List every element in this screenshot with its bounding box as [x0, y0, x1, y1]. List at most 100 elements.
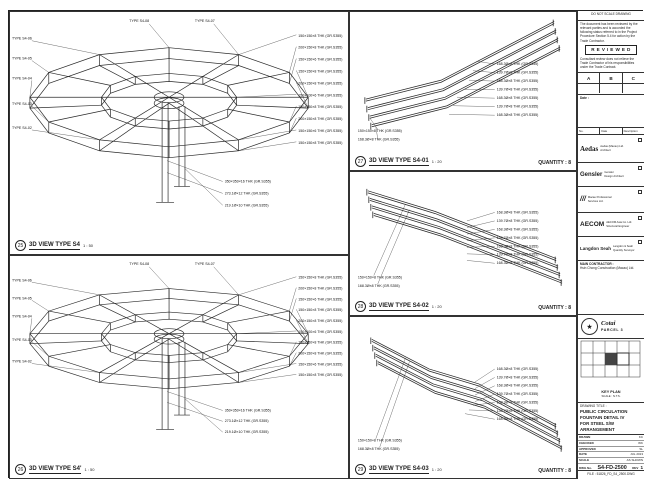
tube-bundle — [366, 188, 563, 286]
titleblock-top-note: DO NOT SCALE DRAWING — [578, 11, 644, 21]
view-title: 26 3D VIEW TYPE S4' 1 : 50 — [15, 464, 94, 475]
review-note-line: Consultant review does not relieve the — [580, 56, 635, 61]
view-number-bubble: 25 — [15, 240, 26, 251]
status-table: A B C — [578, 73, 644, 95]
view-scale: 1 : 50 — [83, 243, 94, 248]
drawing-title-line: PUBLIC CIRCULATION — [580, 409, 628, 415]
aedas-logo: Aedas — [580, 144, 599, 153]
view-panel-3d-type-s4-alt: 26 3D VIEW TYPE S4' 1 : 50 — [9, 255, 349, 479]
review-status-box: The document has been reviewed by the re… — [578, 21, 644, 73]
view-title-text: 3D VIEW TYPE S4' — [29, 465, 82, 474]
consultant-name: Langdon & Seah — [613, 245, 634, 248]
center-columns — [156, 102, 190, 203]
view-title-text: 3D VIEW TYPE S4-01 — [369, 157, 429, 166]
review-note-line: Trade Contractor of his responsibilities — [580, 60, 635, 65]
leader-lines — [29, 23, 309, 206]
callout-label: 150×150×8 THK (GR.S355) — [358, 129, 402, 133]
callout-label: 168.3Ø×8 THK (GR.S355) — [497, 367, 539, 371]
check-box-icon — [638, 190, 642, 194]
langdon-seah-logo: Langdon Seah — [580, 246, 612, 251]
view-title: 29 3D VIEW TYPE S4-03 1 : 20 — [355, 464, 442, 475]
reviewed-stamp: R E V I E W E D — [585, 44, 637, 55]
star-icon: ★ — [586, 323, 593, 331]
consultant-name: Aedas (Macau) Ltd. — [600, 145, 624, 148]
check-box-icon — [638, 216, 642, 220]
callout-label: 150×150×8 THK (GR.S355) — [298, 34, 342, 38]
consultant-role: Structural Engineer — [606, 224, 630, 228]
leader-lines — [373, 203, 495, 285]
callout-label: 139.7Ø×8 THK (GR.S355) — [497, 375, 539, 379]
drawing-title-line: FOR STEEL S/W ARRANGEMENT — [580, 421, 615, 432]
quantity-note: QUANTITY : 8 — [538, 160, 571, 166]
aecom-logo: AECOM — [580, 221, 605, 228]
view-title-text: 3D VIEW TYPE S4-03 — [369, 465, 429, 474]
drawing-number-row: DWG No. S4-FD-2500 REV 1 — [578, 464, 644, 470]
review-note-line: under the Trade Contract. — [580, 65, 617, 70]
callout-label: 168.3Ø×8 THK (GR.S355) — [497, 244, 539, 248]
callout-label: 168.3Ø×8 THK (GR.S355) — [358, 447, 400, 451]
callout-label: 219.1Ø×10 THK (GR.S355) — [225, 203, 269, 207]
tube-assembly-drawing: 168.3Ø×8 THK (GR.S355) 139.7Ø×8 THK (GR.… — [358, 19, 561, 142]
callout-label: 200×150×8 THK (GR.S355) — [298, 117, 342, 121]
view-title: 27 3D VIEW TYPE S4-01 1 : 20 — [355, 156, 442, 167]
callout-label: 350×350×16 THK (GR.S355) — [225, 179, 271, 183]
drawing-sheet: 150×150×8 THK (GR.S355) 200×150×8 THK (G… — [8, 10, 644, 479]
callout-label: 168.3Ø×8 THK (GR.S355) — [497, 210, 539, 214]
callout-labels: 168.3Ø×8 THK (GR.S355) 139.7Ø×8 THK (GR.… — [358, 367, 538, 451]
callout-label: 168.3Ø×8 THK (GR.S355) — [497, 227, 539, 231]
type-label: TYPE S4-04 — [12, 76, 32, 80]
callout-label: 168.3Ø×8 THK (GR.S355) — [497, 96, 539, 100]
view-number-bubble: 29 — [355, 464, 366, 475]
type-label: TYPE S4-08 — [129, 19, 149, 23]
review-note-line: The document has been reviewed by the — [580, 22, 638, 26]
consultant-row-aedas: Aedas Aedas (Macau) Ltd.Architect — [578, 135, 644, 163]
revision-col: Date — [600, 128, 623, 134]
callout-labels: 168.3Ø×8 THK (GR.S355) 139.7Ø×8 THK (GR.… — [358, 210, 539, 287]
type-label: TYPE S4-02 — [12, 126, 32, 130]
callout-label: 150×150×8 THK (GR.S355) — [298, 69, 342, 73]
callout-label: 139.7Ø×8 THK (GR.S355) — [497, 392, 539, 396]
consultant-role: Architect — [600, 148, 611, 152]
status-cell-b: B — [600, 73, 623, 83]
view-number-bubble: 26 — [15, 464, 26, 475]
consultant-role: Design Architect — [604, 174, 624, 178]
callout-label: 139.7Ø×8 THK (GR.S355) — [497, 409, 539, 413]
review-note-line: Procedure Section 5.4 for action by the — [580, 34, 636, 39]
callout-label: 150×100×6 THK (GR.S355) — [298, 93, 342, 97]
file-note-strip: FILE : 51826_FD_S4_2500.DWG — [578, 471, 644, 479]
callout-label: 139.7Ø×8 THK (GR.S355) — [497, 219, 539, 223]
callout-label: 139.7Ø×8 THK (GR.S355) — [497, 253, 539, 257]
callout-label: 168.3Ø×8 THK (GR.S355) — [497, 62, 539, 66]
view-number-bubble: 28 — [355, 301, 366, 312]
check-box-icon — [638, 138, 642, 142]
view-title: 25 3D VIEW TYPE S4 1 : 50 — [15, 240, 93, 251]
consultant-name: Macau Professional — [587, 196, 612, 199]
revision-col: Description — [623, 129, 638, 133]
callout-label: 273.1Ø×12 THK (GR.S355) — [225, 191, 269, 195]
keyplan-caption: KEY PLAN — [601, 390, 621, 394]
callout-label: 150×150×8 THK (GR.S355) — [358, 275, 402, 279]
callout-label: 168.3Ø×8 THK (GR.S355) — [497, 261, 539, 265]
title-block: DO NOT SCALE DRAWING The document has be… — [577, 11, 644, 479]
view-title: 28 3D VIEW TYPE S4-02 1 : 20 — [355, 301, 442, 312]
project-name: Cotai — [601, 320, 616, 328]
project-parcel: PARCEL 3 — [601, 327, 624, 332]
callout-label: 139.7Ø×8 THK (GR.S355) — [497, 236, 539, 240]
callout-label: 139.7Ø×8 THK (GR.S355) — [497, 71, 539, 75]
status-cell-a: A — [578, 73, 601, 83]
view-number-bubble: 27 — [355, 156, 366, 167]
keyplan-scale: SCALE : N.T.S. — [601, 394, 621, 398]
revision-col: No. — [578, 128, 601, 134]
callout-label: 168.3Ø×8 THK (GR.S355) — [497, 384, 539, 388]
consultant-role: Quantity Surveyor — [613, 248, 635, 252]
view-panel-type-s4-01: 168.3Ø×8 THK (GR.S355) 139.7Ø×8 THK (GR.… — [349, 11, 577, 171]
tube-assembly-drawing: 168.3Ø×8 THK (GR.S355) 139.7Ø×8 THK (GR.… — [358, 337, 563, 452]
contractor-label: MAIN CONTRACTOR : — [580, 262, 614, 266]
view-scale: 1 : 50 — [84, 467, 95, 472]
contractor-name: Hsin Chong Construction (Macau) Ltd. — [580, 266, 635, 271]
revision-table-header: No. Date Description — [578, 127, 644, 134]
